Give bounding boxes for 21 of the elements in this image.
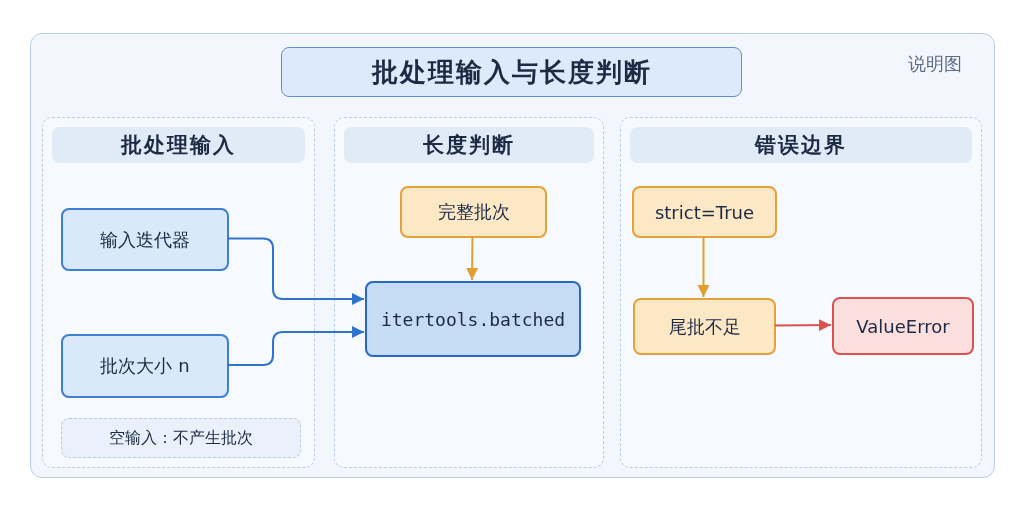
arrow [774,319,832,332]
panel-heading: 错误边界 [630,127,972,163]
title-banner: 批处理输入与长度判断 [281,47,742,97]
dashed-panel [42,117,315,468]
corner-label: 说明图 [908,52,962,76]
condition-box: strict=True [632,186,777,238]
condition-box: 尾批不足 [633,298,776,355]
process-box: 输入迭代器 [61,208,229,271]
arrow [697,236,710,298]
condition-box: 完整批次 [400,186,547,238]
panel-heading: 批处理输入 [52,127,305,163]
panel-heading: 长度判断 [344,127,594,163]
arrow [227,237,365,305]
error-box: ValueError [832,297,974,355]
dashed-panel [620,117,982,468]
process-box: 批次大小 n [61,334,229,398]
note-box: 空输入：不产生批次 [61,418,301,458]
arrow [227,326,365,366]
function-box: itertools.batched [365,281,581,357]
arrow [466,236,479,281]
dashed-panel [334,117,604,468]
